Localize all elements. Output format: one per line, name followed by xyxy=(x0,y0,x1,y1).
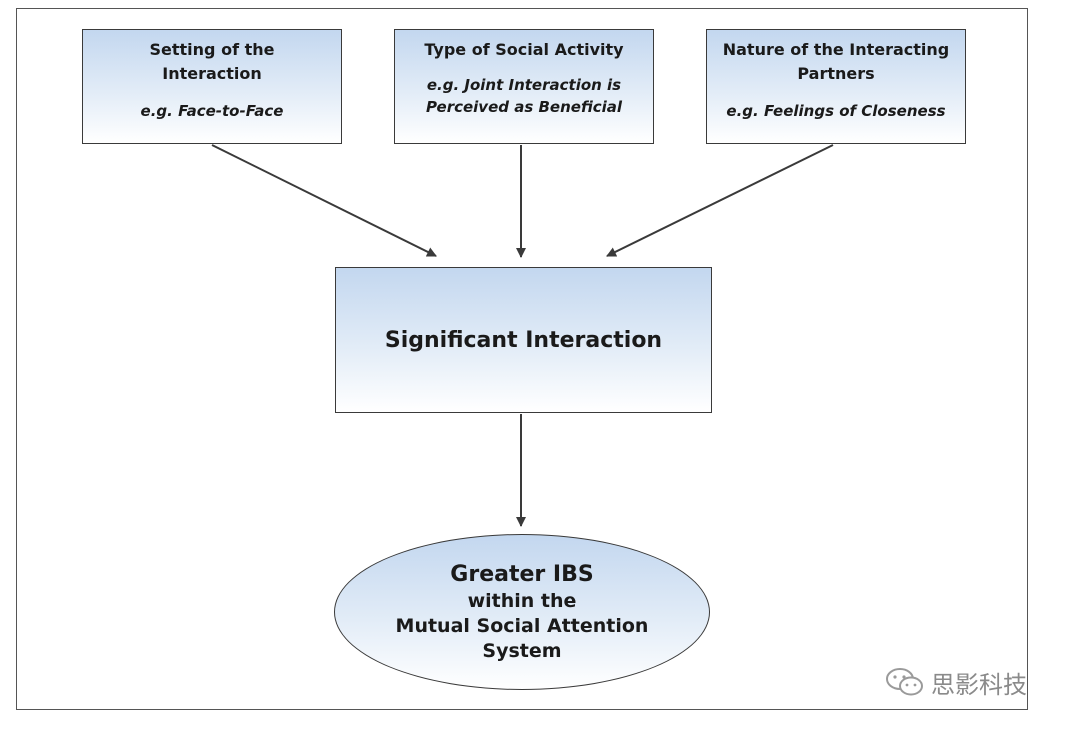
input-box-title: Type of Social Activity xyxy=(424,40,624,59)
watermark: 思影科技 xyxy=(885,664,1027,700)
input-box-example: e.g. Face-to-Face xyxy=(140,102,284,120)
outcome-ellipse: Greater IBS within the Mutual Social Att… xyxy=(334,534,710,690)
center-box-label: Significant Interaction xyxy=(384,327,663,353)
input-box-title: Nature of the Interacting Partners xyxy=(722,40,950,83)
input-box-partners: Nature of the Interacting Partners e.g. … xyxy=(706,29,966,144)
arrow-partners-to-center xyxy=(606,144,834,257)
input-box-example: e.g. Joint Interaction is Perceived as B… xyxy=(425,76,623,116)
input-box-example: e.g. Feelings of Closeness xyxy=(726,102,946,120)
input-box-setting: Setting of the Interaction e.g. Face-to-… xyxy=(82,29,342,144)
arrow-setting-to-center xyxy=(211,144,437,257)
significant-interaction-box: Significant Interaction xyxy=(335,267,712,413)
outcome-line: System xyxy=(482,639,562,662)
input-box-activity: Type of Social Activity e.g. Joint Inter… xyxy=(394,29,654,144)
input-box-title: Setting of the Interaction xyxy=(149,40,275,83)
wechat-icon xyxy=(886,668,923,696)
outcome-line: within the xyxy=(467,589,577,612)
watermark-text: 思影科技 xyxy=(931,670,1027,699)
outcome-line: Greater IBS xyxy=(450,561,594,587)
outcome-line: Mutual Social Attention xyxy=(395,614,649,637)
